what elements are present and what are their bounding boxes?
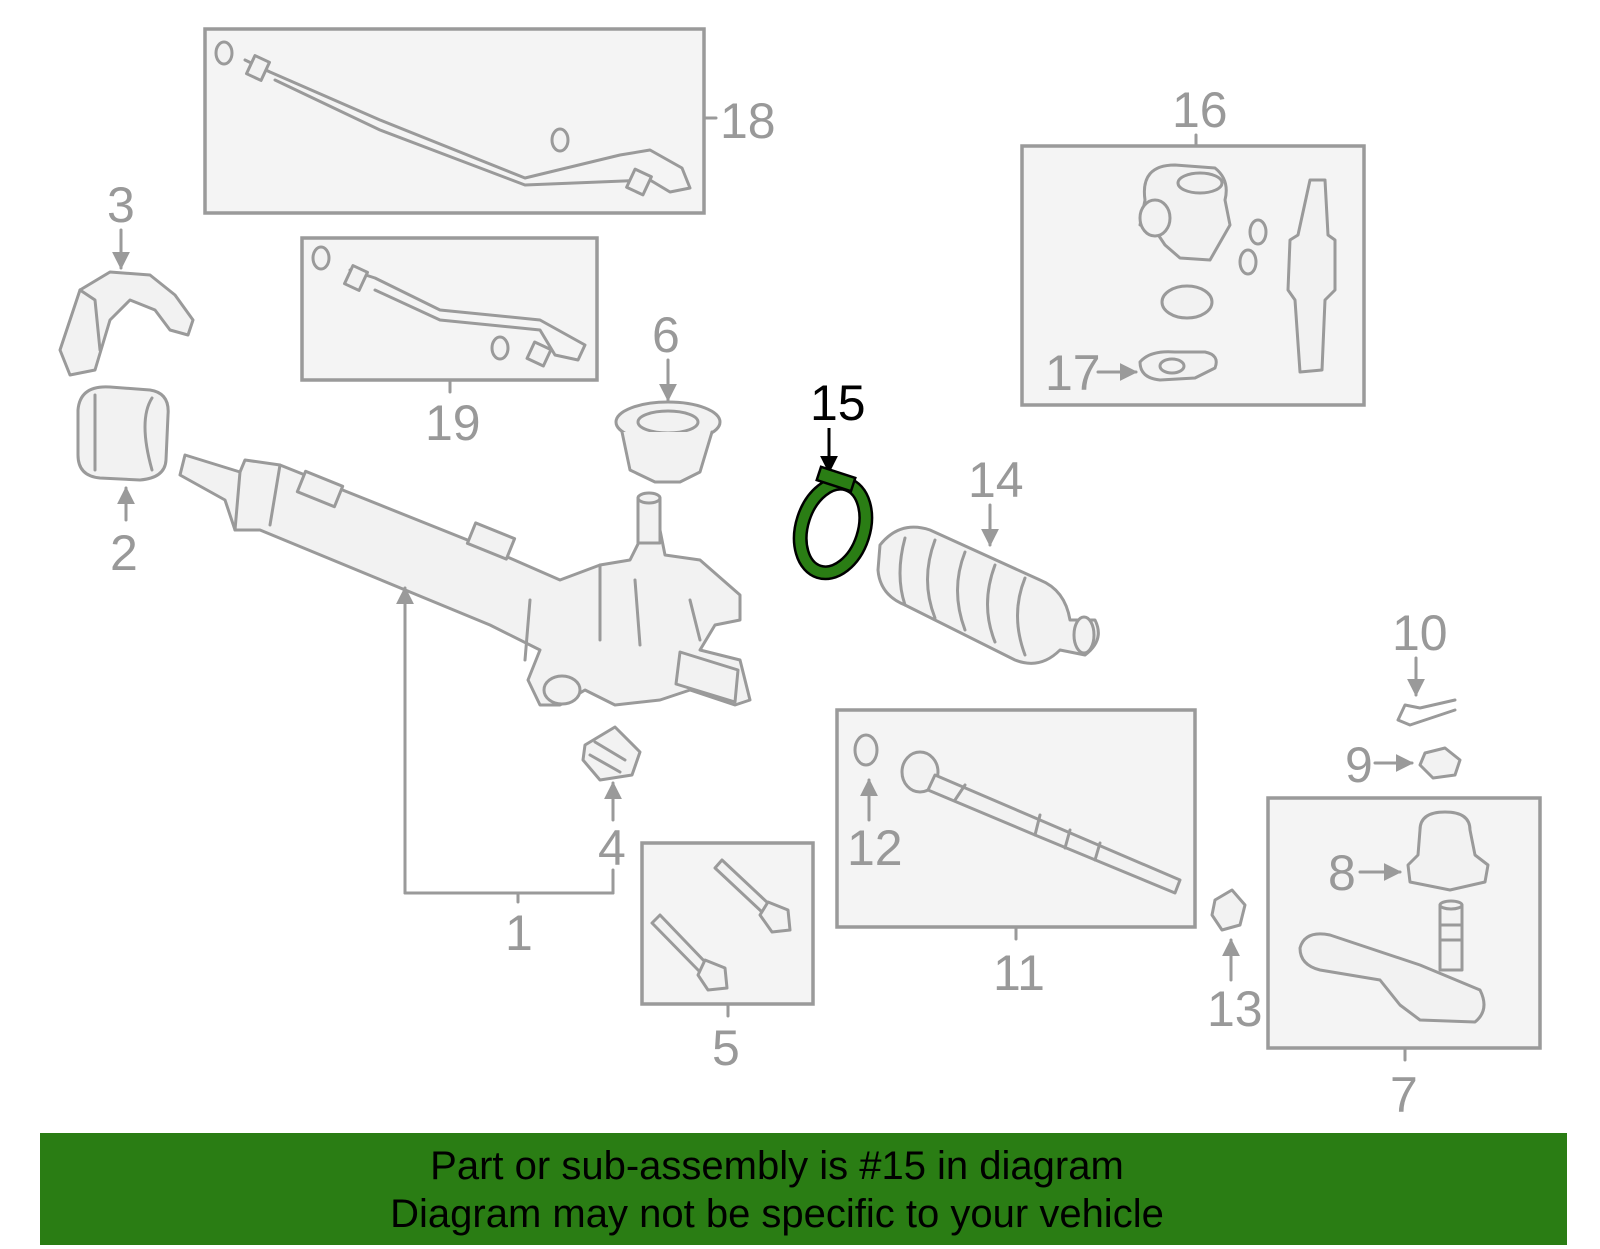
- label-17: 17: [1045, 345, 1101, 401]
- part-4-mount-bushing: 4: [581, 725, 642, 876]
- part-9-castle-nut: 9: [1345, 737, 1462, 793]
- label-13: 13: [1207, 981, 1263, 1037]
- label-16: 16: [1172, 82, 1228, 138]
- part-7-tie-rod-end-group: 8 7: [1266, 796, 1542, 1123]
- part-10-cotter-pin: 10: [1392, 605, 1457, 727]
- label-2: 2: [110, 525, 138, 581]
- label-9: 9: [1345, 737, 1373, 793]
- label-11: 11: [993, 945, 1045, 1001]
- part-15-band-clamp: 15: [792, 375, 874, 581]
- info-banner: Part or sub-assembly is #15 in diagram D…: [40, 1133, 1567, 1245]
- label-10: 10: [1392, 605, 1448, 661]
- label-12: 12: [847, 820, 903, 876]
- label-18: 18: [720, 93, 776, 149]
- label-6: 6: [652, 307, 680, 363]
- part-3-bracket: 3: [58, 177, 195, 377]
- label-1: 1: [505, 905, 533, 961]
- label-19: 19: [425, 395, 481, 451]
- part-16-valve-body-group: 16 17: [1020, 82, 1366, 407]
- label-15: 15: [810, 375, 866, 431]
- label-5: 5: [712, 1020, 740, 1076]
- part-1-steering-rack: 1: [178, 453, 752, 961]
- banner-line-2: Diagram may not be specific to your vehi…: [390, 1192, 1164, 1236]
- part-11-tie-rod-group: 12 11: [835, 708, 1197, 1001]
- part-14-boot: 14: [876, 452, 1100, 665]
- label-14: 14: [968, 452, 1024, 508]
- part-19-return-line-group: 19: [300, 236, 599, 451]
- label-4: 4: [598, 820, 626, 876]
- banner-line-1: Part or sub-assembly is #15 in diagram: [430, 1144, 1124, 1188]
- part-13-nut: 13: [1207, 888, 1263, 1037]
- part-5-bolts-group: 5: [640, 841, 815, 1076]
- part-18-pressure-line-group: 18: [203, 27, 776, 215]
- label-7: 7: [1390, 1067, 1418, 1123]
- label-8: 8: [1328, 845, 1356, 901]
- part-2-bushing: 2: [76, 385, 170, 581]
- label-3: 3: [107, 177, 135, 233]
- part-6-dust-cover: 6: [614, 307, 722, 484]
